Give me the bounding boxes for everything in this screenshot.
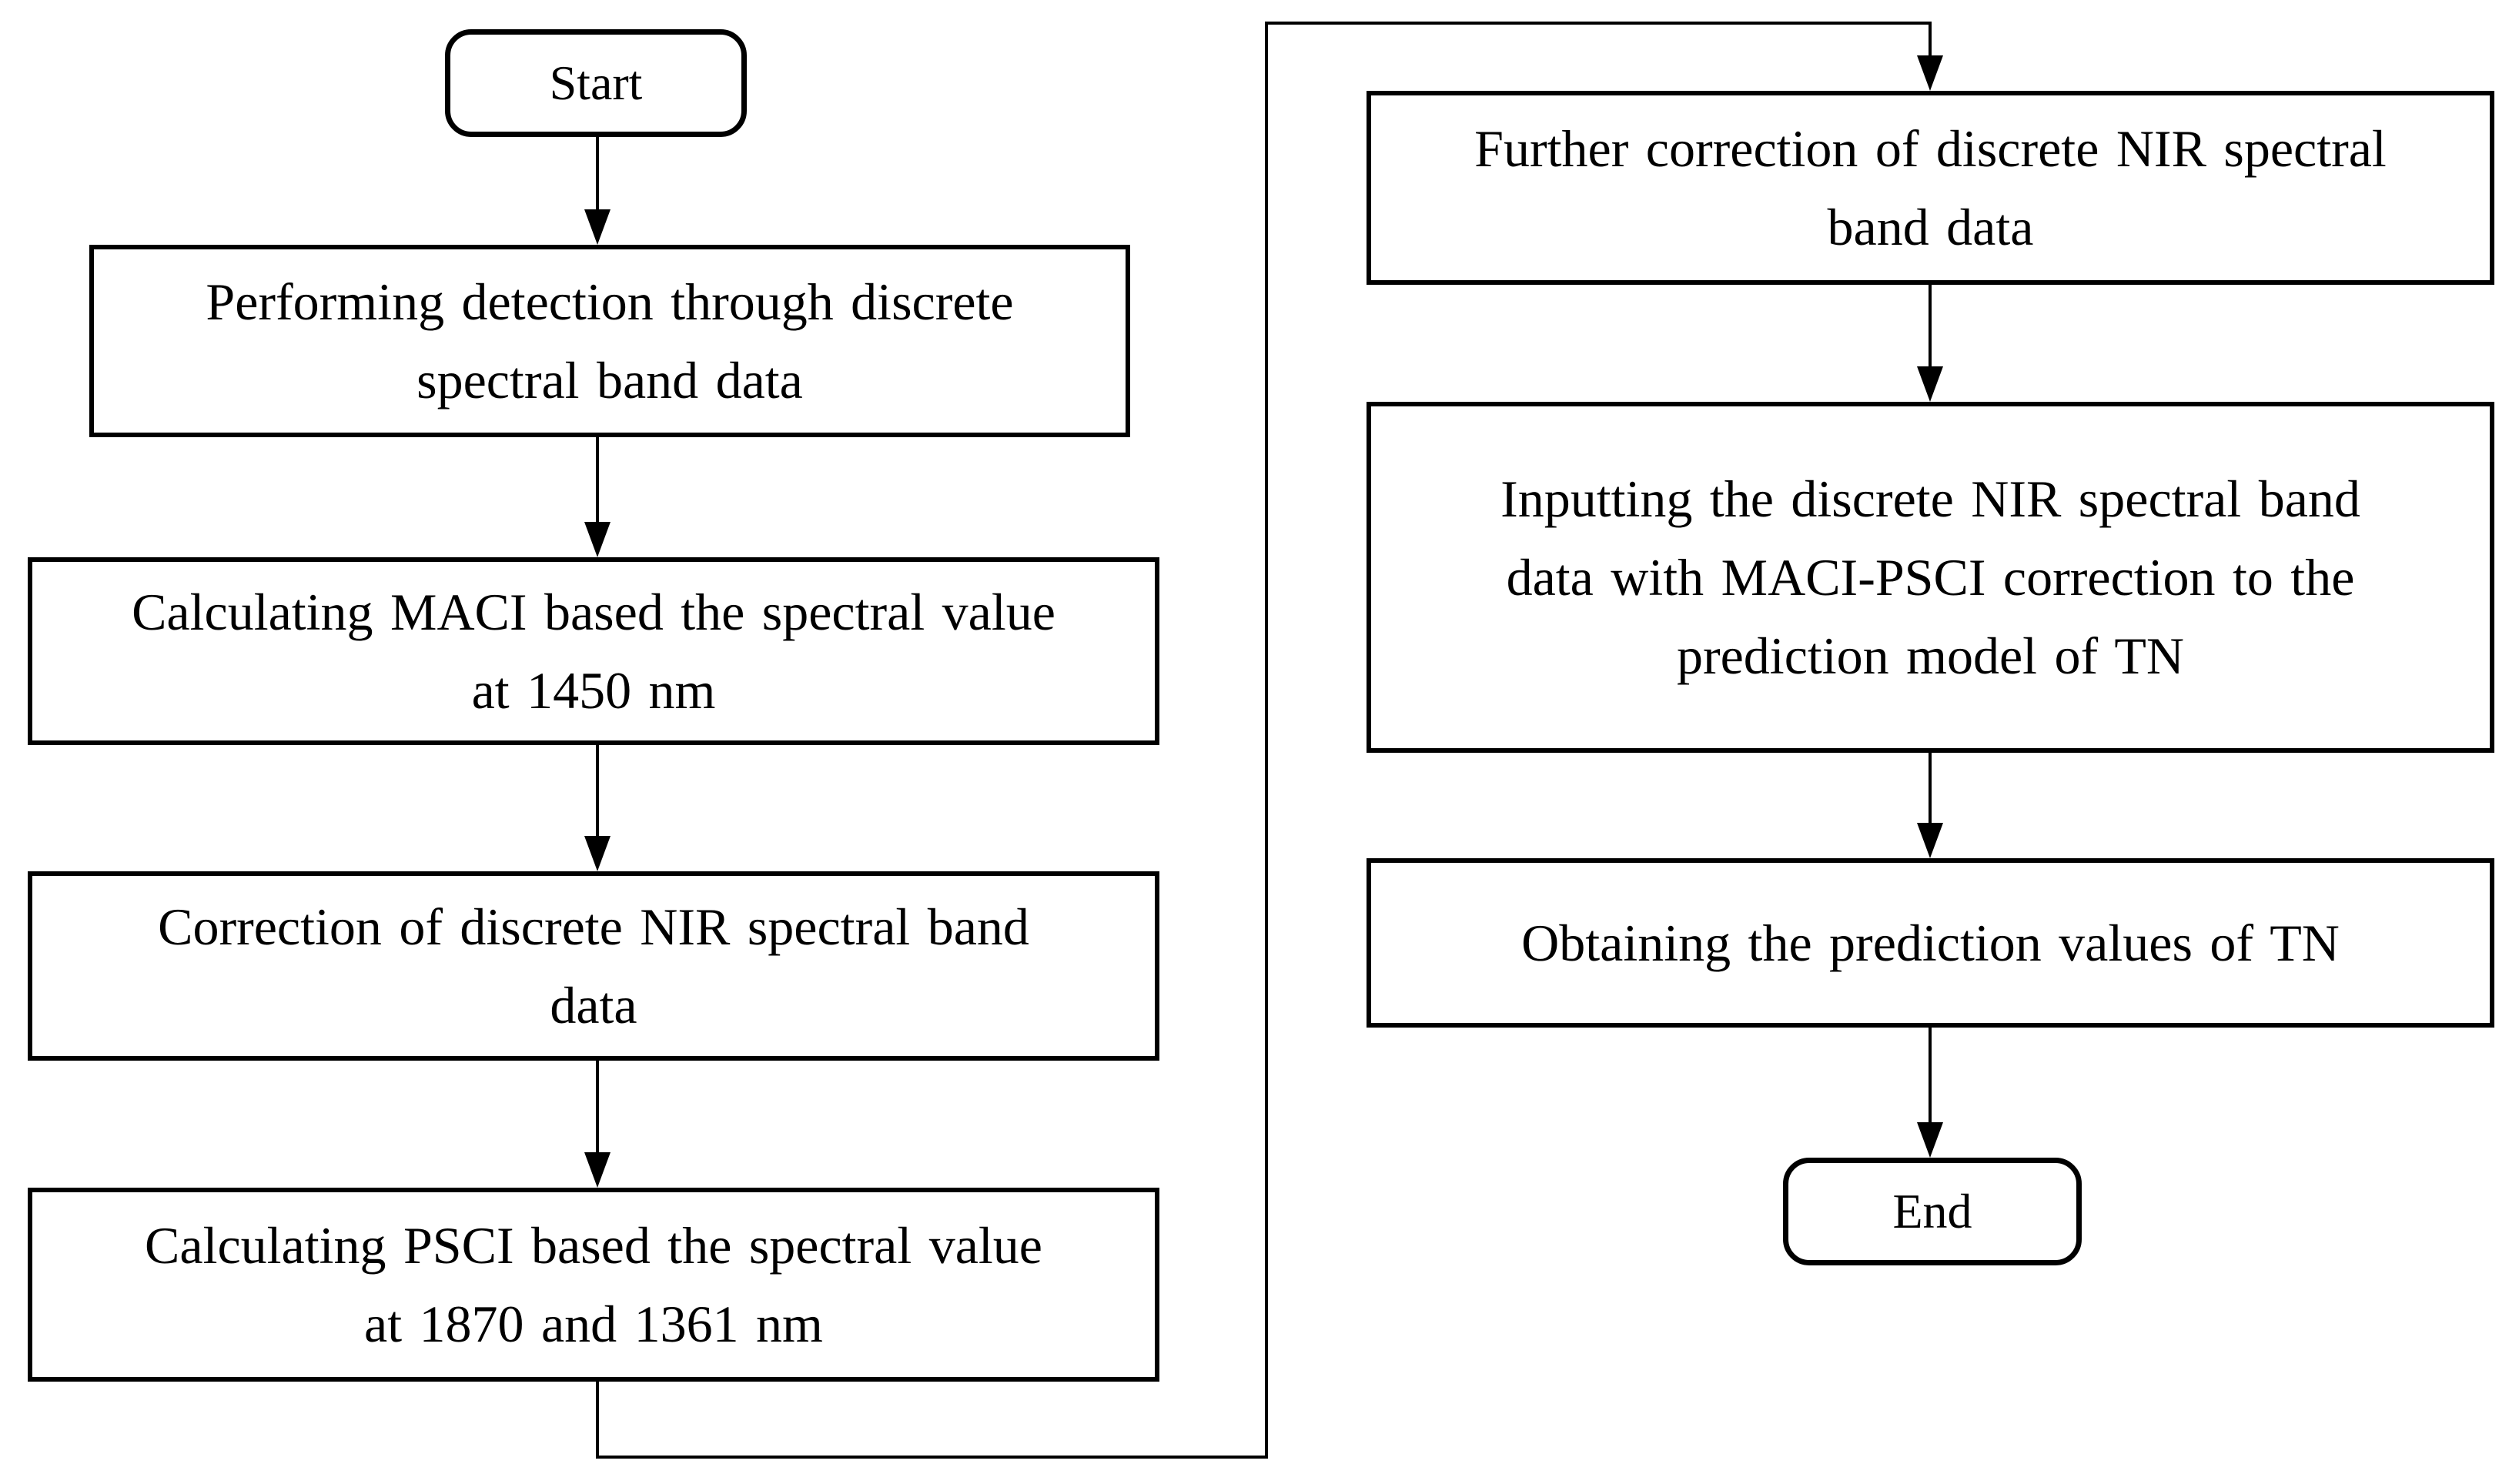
node-maci-label: Calculating MACI based the spectral valu… (132, 583, 1055, 720)
arrowhead-further-inputting (1917, 366, 1943, 402)
arrowhead-inputting-obtaining (1917, 823, 1943, 858)
node-psci-label: Calculating PSCI based the spectral valu… (145, 1216, 1042, 1353)
node-maci: Calculating MACI based the spectral valu… (28, 557, 1159, 745)
arrowhead-start-detect (584, 209, 611, 245)
node-correction: Correction of discrete NIR spectral band… (28, 871, 1159, 1061)
node-further-label: Further correction of discrete NIR spect… (1474, 119, 2387, 256)
node-start: Start (445, 29, 747, 137)
node-start-label: Start (549, 55, 643, 110)
node-inputting-label: Inputting the discrete NIR spectral band… (1500, 470, 2360, 685)
arrowhead-correction-psci (584, 1152, 611, 1188)
node-further: Further correction of discrete NIR spect… (1367, 91, 2494, 285)
arrowhead-psci-further (1917, 55, 1943, 91)
node-end: End (1783, 1158, 2082, 1265)
node-inputting: Inputting the discrete NIR spectral band… (1367, 402, 2494, 753)
edge-psci-further (596, 22, 1932, 1459)
node-obtaining-label: Obtaining the prediction values of TN (1521, 914, 2340, 972)
node-obtaining: Obtaining the prediction values of TN (1367, 858, 2494, 1028)
node-end-label: End (1892, 1183, 1972, 1238)
arrowhead-maci-correction (584, 836, 611, 871)
node-detect: Performing detection through discrete sp… (89, 245, 1130, 437)
node-correction-label: Correction of discrete NIR spectral band… (158, 897, 1029, 1034)
arrowhead-detect-maci (584, 522, 611, 557)
node-detect-label: Performing detection through discrete sp… (206, 272, 1014, 409)
arrowhead-obtaining-end (1917, 1122, 1943, 1158)
node-psci: Calculating PSCI based the spectral valu… (28, 1188, 1159, 1382)
